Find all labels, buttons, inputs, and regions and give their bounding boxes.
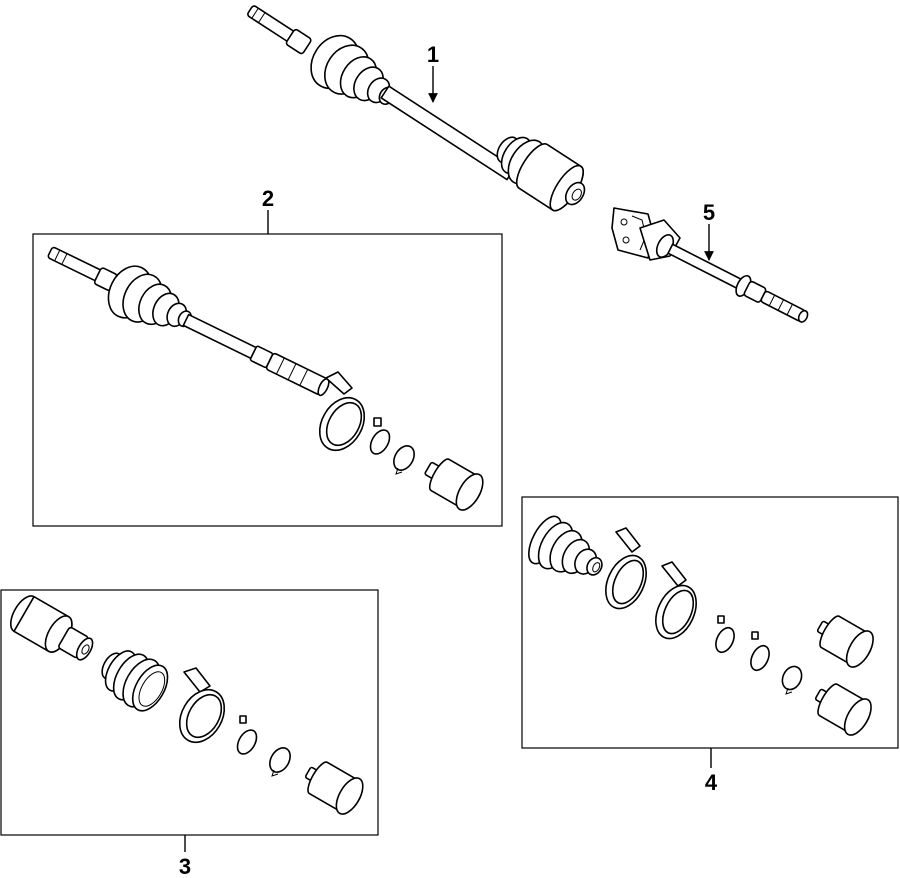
joint-housing-4a[interactable] <box>810 609 878 672</box>
boot-clamp-small-2a[interactable] <box>367 417 394 457</box>
boot-clamp-small-3a[interactable] <box>234 715 261 757</box>
callout-1: 1 <box>427 42 439 103</box>
kit-box-4 <box>521 496 899 749</box>
outer-joint-3[interactable] <box>5 592 99 670</box>
boot-clamp-small-4a[interactable] <box>712 615 737 655</box>
callout-4: 4 <box>705 748 718 795</box>
boot-clamp-band-4a[interactable] <box>598 527 654 615</box>
axle-shaft-2[interactable] <box>46 244 331 397</box>
callout-5-label: 5 <box>703 200 715 225</box>
boot-clamp-band-4b[interactable] <box>648 561 704 645</box>
callout-2-label: 2 <box>262 186 274 211</box>
callout-3-label: 3 <box>179 854 191 878</box>
boot-clamp-band-3a[interactable] <box>171 667 234 750</box>
callout-4-label: 4 <box>705 770 718 795</box>
cv-boot-3[interactable] <box>92 639 175 717</box>
intermediate-shaft-5[interactable] <box>611 207 812 329</box>
circlip-3[interactable] <box>266 744 295 777</box>
callout-2: 2 <box>262 186 274 234</box>
circlip-4[interactable] <box>779 663 805 695</box>
callout-5: 5 <box>703 200 715 261</box>
joint-housing-4b[interactable] <box>808 677 876 740</box>
kit-box-3 <box>0 589 379 836</box>
axle-shaft-assembly-1[interactable] <box>245 2 596 219</box>
circlip-2[interactable] <box>390 442 419 475</box>
cv-boot-4[interactable] <box>522 511 613 592</box>
boot-clamp-band-2a[interactable] <box>311 371 374 458</box>
callout-3: 3 <box>179 835 191 878</box>
boot-clamp-small-4b[interactable] <box>747 631 772 673</box>
callout-1-label: 1 <box>427 42 439 67</box>
inner-joint-housing-3[interactable] <box>298 755 368 819</box>
inner-joint-housing-2[interactable] <box>418 451 488 515</box>
